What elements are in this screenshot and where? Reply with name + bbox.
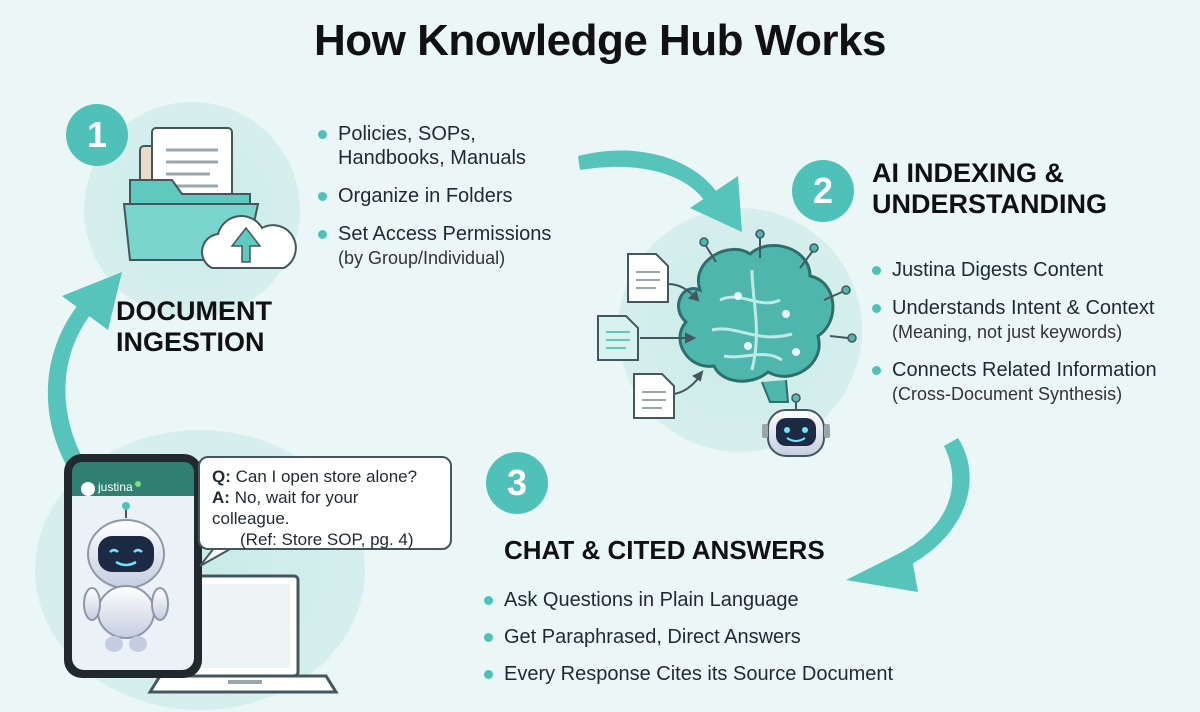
step3-bullet-text: Ask Questions in Plain Language [504,589,799,611]
chat-answer: No, wait for your colleague. [212,488,359,528]
step2-bullet-text: Justina Digests Content [892,259,1104,281]
step3-bullet-text: Get Paraphrased, Direct Answers [504,626,801,648]
step2-bullet: Connects Related Information (Cross-Docu… [872,358,1192,406]
step2-badge: 2 [792,160,854,222]
step2-heading: AI INDEXING & UNDERSTANDING [872,158,1107,220]
phone-app-name: justina [98,480,133,494]
small-robot-icon [762,393,830,457]
step3-bullet: Ask Questions in Plain Language [484,588,924,612]
step3-bullet: Every Response Cites its Source Document [484,662,924,686]
step1-heading-line2: INGESTION [116,327,265,358]
step2-heading-line2: UNDERSTANDING [872,189,1107,220]
chat-question-row: Q: Can I open store alone? [212,466,438,487]
arrow-step1-to-step2 [578,150,742,232]
step1-bullet-text: Set Access Permissions [338,223,552,245]
laptop-icon [147,574,339,694]
step3-bullet: Get Paraphrased, Direct Answers [484,625,924,649]
cloud-upload-icon [201,215,297,269]
step2-bullets: Justina Digests Content Understands Inte… [872,258,1192,420]
step1-bullet-text: Policies, SOPs, [338,123,476,145]
brain-icon [677,229,857,403]
step1-badge: 1 [66,104,128,166]
step1-heading: DOCUMENT INGESTION [116,296,272,358]
step3-heading: CHAT & CITED ANSWERS [504,535,825,565]
step2-bullet-sub: (Cross-Document Synthesis) [892,384,1123,404]
document-icon-top [627,253,669,303]
step3-badge: 3 [486,452,548,514]
step2-heading-line1: AI INDEXING & [872,158,1065,188]
step1-bullets: Policies, SOPs, Handbooks, Manuals Organ… [318,122,598,284]
step2-bullet: Justina Digests Content [872,258,1192,282]
chat-question: Can I open store alone? [235,467,418,486]
step1-bullet: Set Access Permissions (by Group/Individ… [318,222,598,270]
document-icon-bottom [633,373,675,419]
chat-bubble: Q: Can I open store alone? A: No, wait f… [198,456,452,550]
step1-bullet-sub: Handbooks, Manuals [338,147,526,169]
question-label: Q: [212,467,231,486]
document-to-brain-arrows [640,283,704,395]
step2-bullet: Understands Intent & Context (Meaning, n… [872,296,1192,344]
step1-bullet-sub: (by Group/Individual) [338,248,506,268]
step2-bullet-text: Connects Related Information [892,359,1157,381]
step1-bullet: Policies, SOPs, Handbooks, Manuals [318,122,598,170]
diagram-title: How Knowledge Hub Works [314,16,886,65]
chat-reference: (Ref: Store SOP, pg. 4) [240,530,414,549]
step1-heading-line1: DOCUMENT [116,296,272,326]
step1-bullet: Organize in Folders [318,184,598,208]
step2-bullet-text: Understands Intent & Context [892,297,1155,319]
chat-answer-row: A: No, wait for your colleague. [212,487,438,529]
document-icon-middle [597,315,639,361]
step3-bullets: Ask Questions in Plain Language Get Para… [484,588,924,686]
arrow-step3-to-step1 [47,272,122,478]
step2-bullet-sub: (Meaning, not just keywords) [892,322,1123,342]
step3-bullet-text: Every Response Cites its Source Document [504,663,894,685]
arrow-step2-to-step3 [846,438,970,592]
answer-label: A: [212,488,230,507]
assistant-robot-icon [83,502,169,652]
step1-bullet-text: Organize in Folders [338,185,513,207]
